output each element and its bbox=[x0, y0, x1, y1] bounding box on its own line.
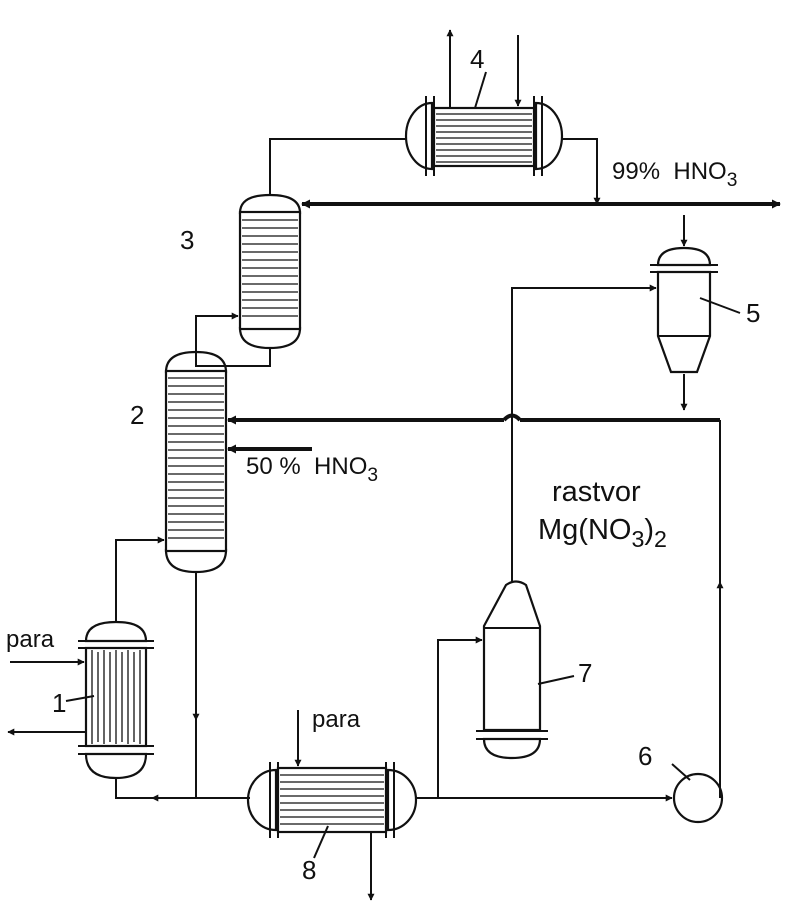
product-99-subscript: 3 bbox=[726, 169, 738, 191]
unit-7-number: 7 bbox=[578, 658, 593, 688]
steam-inlet-8-label: para bbox=[312, 706, 361, 733]
piping bbox=[115, 138, 781, 802]
solution-subscript-2: 2 bbox=[654, 526, 667, 553]
separator-5 bbox=[650, 215, 741, 411]
solution-label-line1: rastvor bbox=[552, 476, 641, 508]
feed-50-subscript: 3 bbox=[367, 464, 379, 486]
heater-8 bbox=[246, 710, 418, 901]
unit-4-number: 4 bbox=[470, 44, 485, 74]
heater-1 bbox=[7, 620, 154, 780]
feed-50-percent: 50 % bbox=[246, 453, 301, 480]
solution-formula-a: Mg(NO bbox=[538, 514, 632, 546]
evaporator-7 bbox=[476, 580, 575, 760]
unit-3-number: 3 bbox=[180, 225, 195, 255]
unit-5-number: 5 bbox=[746, 298, 761, 328]
unit-1-number: 1 bbox=[52, 688, 67, 718]
unit-6-number: 6 bbox=[638, 741, 653, 771]
unit-2-number: 2 bbox=[130, 400, 145, 430]
column-2 bbox=[164, 350, 228, 574]
pump-6 bbox=[671, 763, 724, 824]
steam-inlet-1-label: para bbox=[6, 626, 55, 653]
feed-50-label: 50 % HNO3 bbox=[246, 453, 378, 485]
feed-50-formula: HNO bbox=[314, 453, 368, 480]
solution-formula-b: ) bbox=[644, 514, 655, 546]
product-99-percent: 99% bbox=[612, 158, 661, 185]
solution-label-line2: Mg(NO3)2 bbox=[538, 514, 667, 551]
column-3 bbox=[238, 193, 302, 350]
unit-8-number: 8 bbox=[302, 855, 317, 885]
solution-subscript-1: 3 bbox=[631, 526, 645, 553]
product-99-formula: HNO bbox=[673, 158, 727, 185]
product-99-label: 99% HNO3 bbox=[612, 158, 737, 190]
condenser-4 bbox=[404, 29, 564, 176]
